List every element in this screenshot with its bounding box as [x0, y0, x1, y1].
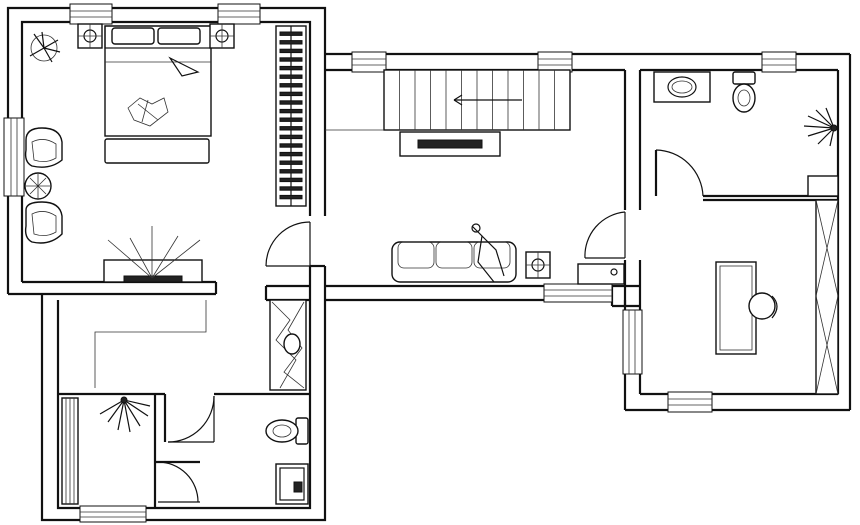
hanger-mark — [279, 160, 303, 165]
wardrobe — [275, 25, 307, 207]
doors — [157, 149, 704, 503]
washer-icon — [275, 463, 309, 505]
armchair-bottom — [24, 201, 63, 244]
hanger-mark — [279, 40, 303, 45]
hanger-mark — [279, 74, 303, 79]
armchair-top — [24, 127, 63, 168]
bathroom-upper-right — [653, 71, 839, 197]
hanger-mark — [279, 65, 303, 71]
staircase — [383, 69, 571, 131]
hanger-mark — [279, 177, 303, 183]
sink-icon — [283, 333, 301, 355]
hanger-mark — [279, 126, 303, 131]
second-bedroom — [715, 199, 839, 395]
cabinet-knob-icon — [610, 268, 618, 276]
hanger-mark — [279, 57, 303, 62]
hanger-mark — [279, 117, 303, 122]
plant-icon — [29, 31, 61, 63]
chair-icon — [748, 292, 778, 320]
closet — [815, 199, 839, 395]
wardrobe-hangers — [279, 31, 303, 200]
master-bedroom — [24, 23, 307, 283]
hanger-mark — [279, 48, 303, 54]
hanger-mark — [279, 186, 303, 191]
hanger-mark — [279, 31, 303, 36]
tv-unit — [103, 226, 203, 283]
sofa — [391, 223, 517, 283]
sink-icon — [667, 76, 697, 98]
hanger-mark — [279, 100, 303, 105]
hanger-mark — [279, 91, 303, 97]
toilet-icon — [265, 417, 309, 445]
side-table — [525, 251, 551, 279]
hanger-mark — [279, 151, 303, 157]
hanger-mark — [279, 108, 303, 114]
nightstand-left — [77, 23, 103, 49]
shower-icon — [99, 396, 151, 433]
hanger-mark — [279, 169, 303, 174]
hanger-mark — [279, 194, 303, 200]
shower-room — [61, 396, 151, 505]
shelf — [807, 175, 839, 197]
windows — [3, 3, 797, 523]
lower-left-area — [61, 299, 309, 505]
hanger-mark — [279, 83, 303, 88]
vanity-niche — [269, 299, 307, 391]
hanger-mark — [279, 143, 303, 148]
hanger-mark — [279, 134, 303, 140]
living-area — [325, 69, 625, 285]
tv-console — [399, 131, 501, 157]
shower-icon — [803, 107, 838, 147]
toilet-icon — [732, 71, 756, 113]
cabinet — [577, 263, 625, 285]
round-table-icon — [24, 172, 52, 200]
nightstand-right — [209, 23, 235, 49]
